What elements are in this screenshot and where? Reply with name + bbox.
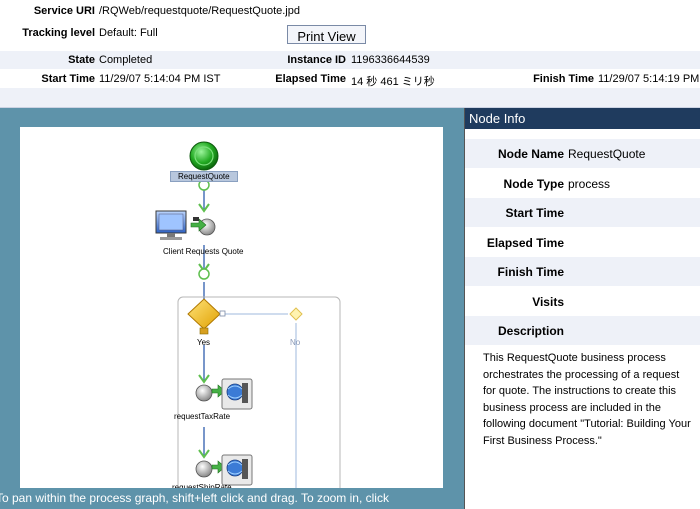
elapsed-time-label: Elapsed Time xyxy=(275,73,346,85)
node-type-row: Node Type process xyxy=(465,169,700,198)
node-finish-time-row: Finish Time xyxy=(465,257,700,286)
state-value: Completed xyxy=(99,54,153,66)
start-node-icon[interactable] xyxy=(189,141,219,171)
finish-time-value: 11/29/07 5:14:19 PM xyxy=(598,73,700,85)
request-tax-rate-label: requestTaxRate xyxy=(174,412,231,421)
node-visits-row: Visits xyxy=(465,287,700,316)
tracking-level-row: Tracking level Default: Full xyxy=(0,27,700,45)
no-branch-diamond-icon[interactable] xyxy=(289,307,303,321)
start-time-label: Start Time xyxy=(41,73,95,85)
node-start-time-row: Start Time xyxy=(465,198,700,227)
start-node-label[interactable]: RequestQuote xyxy=(170,171,238,182)
finish-time-label: Finish Time xyxy=(533,73,594,85)
client-connector-ring-icon xyxy=(198,268,210,280)
client-request-node-icon[interactable] xyxy=(155,210,216,240)
node-elapsed-time-label: Elapsed Time xyxy=(486,236,564,250)
graph-connectors xyxy=(198,183,297,488)
node-name-value: RequestQuote xyxy=(568,147,646,161)
instance-id-value: 1196336644539 xyxy=(351,54,430,66)
request-ship-rate-label: requestShipRate xyxy=(172,483,232,488)
node-description-row: Description xyxy=(465,316,700,345)
node-type-value: process xyxy=(568,177,611,191)
instance-id-label: Instance ID xyxy=(287,54,346,66)
state-row: State Completed Instance ID 119633664453… xyxy=(0,51,700,69)
node-name-label: Node Name xyxy=(497,147,564,161)
elapsed-time-value: 14 秒 461 ミリ秒 xyxy=(351,76,435,88)
node-description-text: This RequestQuote business process orche… xyxy=(483,352,691,447)
time-row: Start Time 11/29/07 5:14:04 PM IST Elaps… xyxy=(0,71,700,89)
node-visits-label: Visits xyxy=(532,295,564,309)
node-info-panel: Node Info Node Name RequestQuote Node Ty… xyxy=(464,108,700,509)
client-request-node-label: Client Requests Quote xyxy=(163,247,244,256)
decision-group-box xyxy=(177,296,341,488)
process-graph-svg xyxy=(155,141,341,488)
instance-header: Service URI /RQWeb/requestquote/RequestQ… xyxy=(0,0,700,108)
graph-navigation-hint: To pan within the process graph, shift+l… xyxy=(0,488,464,509)
tracking-level-value: Default: Full xyxy=(99,27,158,39)
service-uri-label: Service URI xyxy=(33,5,95,17)
node-finish-time-label: Finish Time xyxy=(497,265,564,279)
node-info-title: Node Info xyxy=(465,108,700,129)
node-elapsed-time-row: Elapsed Time xyxy=(465,228,700,257)
service-uri-row: Service URI /RQWeb/requestquote/RequestQ… xyxy=(0,5,700,23)
start-time-value: 11/29/07 5:14:04 PM IST xyxy=(99,73,221,85)
node-start-time-label: Start Time xyxy=(505,206,564,220)
request-ship-rate-node-icon[interactable] xyxy=(195,454,253,486)
header-bottom-band xyxy=(0,88,700,108)
node-description-label: Description xyxy=(497,324,564,338)
request-tax-rate-node-icon[interactable] xyxy=(195,378,253,410)
process-graph-panel: RequestQuote Client Requests Quote Yes N… xyxy=(0,108,464,509)
no-branch-label: No xyxy=(290,338,301,347)
service-uri-value: /RQWeb/requestquote/RequestQuote.jpd xyxy=(99,5,300,17)
print-view-button[interactable]: Print View xyxy=(287,25,366,44)
decision-node-icon[interactable] xyxy=(187,298,226,335)
tracking-level-label: Tracking level xyxy=(22,27,95,39)
node-type-label: Node Type xyxy=(503,177,564,191)
yes-branch-label: Yes xyxy=(197,338,211,347)
node-name-row: Node Name RequestQuote xyxy=(465,139,700,168)
process-graph-canvas[interactable]: RequestQuote Client Requests Quote Yes N… xyxy=(20,127,443,488)
state-label: State xyxy=(68,54,95,66)
